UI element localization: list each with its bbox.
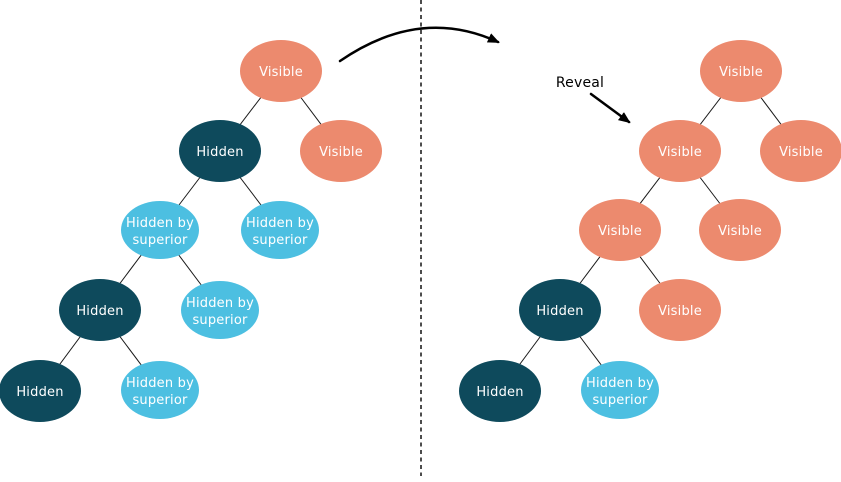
node-visible: Visible bbox=[300, 120, 382, 182]
node-ellipse bbox=[519, 279, 601, 341]
node-visible: Visible bbox=[639, 279, 721, 341]
node-ellipse bbox=[760, 120, 841, 182]
node-visible: Visible bbox=[699, 199, 781, 261]
node-ellipse bbox=[59, 279, 141, 341]
node-ellipse bbox=[639, 120, 721, 182]
node-ellipse bbox=[241, 201, 319, 259]
node-ellipse bbox=[579, 199, 661, 261]
reveal-arrow bbox=[589, 92, 631, 124]
node-hidden: Hidden bbox=[59, 279, 141, 341]
node-hidden: Hidden bbox=[179, 120, 261, 182]
node-visible: Visible bbox=[639, 120, 721, 182]
node-ellipse bbox=[0, 360, 81, 422]
node-ellipse bbox=[581, 361, 659, 419]
node-ellipse bbox=[121, 201, 199, 259]
node-ellipse bbox=[699, 199, 781, 261]
node-ellipse bbox=[700, 40, 782, 102]
node-ellipse bbox=[459, 360, 541, 422]
transform-arrow bbox=[338, 26, 500, 63]
node-ellipse bbox=[240, 40, 322, 102]
node-visible: Visible bbox=[700, 40, 782, 102]
node-ellipse bbox=[181, 281, 259, 339]
node-ellipse bbox=[179, 120, 261, 182]
node-ellipse bbox=[121, 361, 199, 419]
node-ellipse bbox=[300, 120, 382, 182]
node-visible: Visible bbox=[240, 40, 322, 102]
reveal-label: Reveal bbox=[556, 75, 604, 91]
annotation-layer: Reveal bbox=[556, 75, 631, 124]
node-visible: Visible bbox=[579, 199, 661, 261]
node-hidden: Hidden bbox=[519, 279, 601, 341]
node-ellipse bbox=[639, 279, 721, 341]
node-hidden: Hidden bbox=[0, 360, 81, 422]
node-hidden: Hidden bbox=[459, 360, 541, 422]
arrows-layer bbox=[338, 26, 500, 63]
node-visible: Visible bbox=[760, 120, 841, 182]
